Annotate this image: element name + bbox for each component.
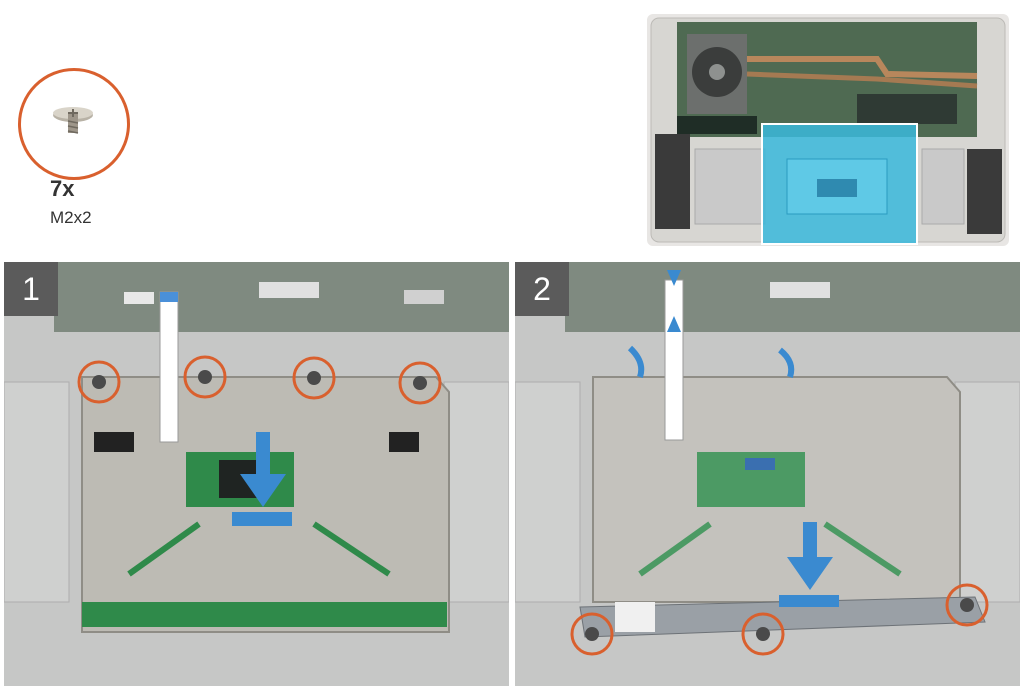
screw-icon (53, 107, 93, 134)
screw-callout (18, 68, 130, 180)
screw-callout-3 (292, 356, 336, 400)
bracket-screw-callout-1 (570, 612, 614, 656)
screw-size: M2x2 (50, 208, 92, 227)
down-arrow-icon (232, 432, 292, 526)
step-number: 1 (4, 262, 58, 316)
step-number: 2 (515, 262, 569, 316)
peel-arrow-left-icon (627, 345, 645, 378)
down-arrow-icon (779, 522, 839, 607)
overview-image (647, 14, 1009, 246)
connector-arrows-icon (667, 270, 681, 332)
step-1-panel: 1 (4, 262, 509, 686)
bracket-screw-callout-2 (741, 612, 785, 656)
screw-callout-2 (183, 355, 227, 399)
screw-count: 7x (50, 176, 75, 201)
bracket-screw-callout-3 (945, 583, 989, 627)
screw-callout-1 (77, 360, 121, 404)
step-2-panel: 2 (515, 262, 1020, 686)
peel-arrow-right-icon (778, 347, 795, 378)
screw-callout-4 (398, 361, 442, 405)
